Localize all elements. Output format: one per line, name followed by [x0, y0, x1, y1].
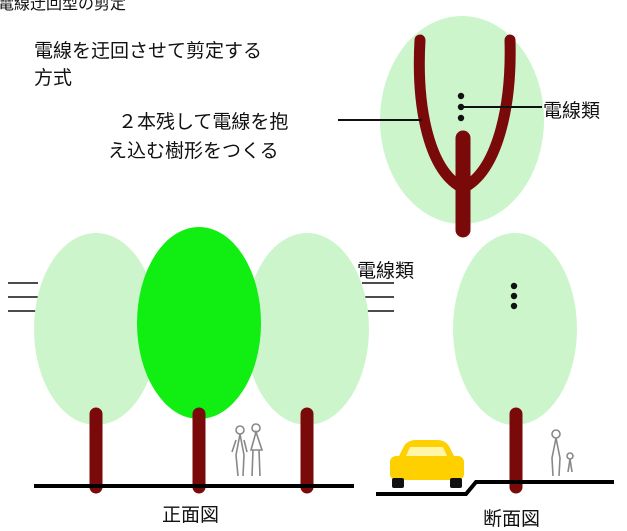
- front-tree-crown-left: [34, 233, 158, 425]
- section-view-label: 断面図: [483, 508, 541, 530]
- front-tree-crown-right: [245, 233, 369, 425]
- section-view: [376, 233, 614, 496]
- top-tree: [338, 16, 544, 238]
- ground-line-section: [376, 480, 614, 496]
- annotation-line-1: ２本残して電線を抱: [118, 111, 289, 133]
- top-tree-branches: [413, 34, 516, 194]
- section-tree-crown: [453, 233, 577, 425]
- car-icon: [390, 440, 464, 488]
- annotation-line-2: え込む樹形をつくる: [108, 140, 279, 162]
- description-line-2: 方式: [34, 67, 73, 89]
- wires-label-front: 電線類: [357, 260, 415, 282]
- wire-dot: [457, 103, 465, 111]
- wire-dot: [510, 292, 518, 300]
- front-view: [8, 227, 394, 494]
- header-title-cut: 電線迂回型の剪定: [0, 0, 127, 13]
- front-tree-crown-center: [137, 227, 261, 419]
- wire-dot: [457, 92, 465, 100]
- wire-dot: [510, 282, 518, 290]
- description-line-1: 電線を迂回させて剪定する: [34, 40, 263, 62]
- pedestrian-icon: [551, 429, 574, 477]
- front-view-label: 正面図: [162, 504, 220, 526]
- pedestrians-icon: [231, 423, 264, 477]
- wire-dot: [457, 114, 465, 122]
- wires-label-top: 電線類: [543, 100, 601, 122]
- wire-dot: [510, 302, 518, 310]
